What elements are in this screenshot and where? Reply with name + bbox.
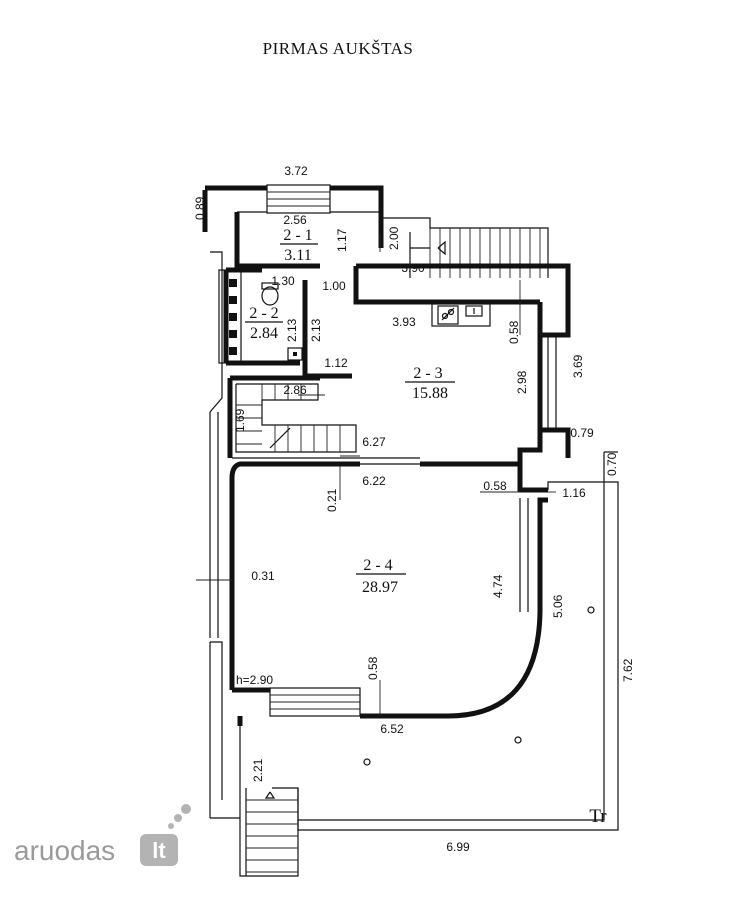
svg-text:2 - 1: 2 - 1 bbox=[283, 227, 312, 244]
svg-text:28.97: 28.97 bbox=[362, 579, 398, 596]
dim-label: 0.58 bbox=[507, 320, 521, 344]
dim-label: 1.16 bbox=[562, 486, 586, 500]
dim-label: 2.00 bbox=[387, 226, 401, 250]
dim-label: 2.98 bbox=[515, 370, 529, 394]
dim-label: 3.69 bbox=[571, 354, 585, 378]
wall-outline-top bbox=[202, 185, 384, 252]
exterior-stair-bottom bbox=[239, 726, 299, 877]
svg-text:2.84: 2.84 bbox=[250, 325, 278, 342]
walls-kitchen bbox=[420, 280, 571, 493]
svg-text:2 - 4: 2 - 4 bbox=[363, 557, 392, 574]
exterior-stair-right bbox=[381, 217, 549, 278]
dim-label: 1.00 bbox=[322, 279, 346, 293]
walls-living bbox=[229, 461, 548, 726]
dim-label: 0.89 bbox=[193, 196, 207, 220]
interior-stair bbox=[227, 375, 420, 465]
dim-label: 7.62 bbox=[621, 658, 635, 682]
ceiling-height: h=2.90 bbox=[236, 673, 273, 687]
dim-label: 0.21 bbox=[325, 488, 339, 512]
dim-label: 4.74 bbox=[491, 574, 505, 598]
dim-label: 0.58 bbox=[483, 479, 507, 493]
plan-title: PIRMAS AUKŠTAS bbox=[263, 39, 414, 58]
dim-label: 6.52 bbox=[380, 722, 404, 736]
dim-label: 2.86 bbox=[283, 383, 307, 397]
left-exterior-line bbox=[209, 251, 240, 819]
dim-label: 3.93 bbox=[392, 315, 416, 329]
room-2-3-label: 2 - 3 15.88 bbox=[405, 365, 455, 402]
svg-text:aruodas: aruodas bbox=[14, 835, 115, 866]
dimension-labels: 3.72 0.89 2.56 1.17 2.00 3.90 1.30 1.00 … bbox=[193, 164, 635, 854]
dim-label: 6.27 bbox=[362, 435, 386, 449]
kitchen-counter bbox=[431, 303, 491, 327]
dim-label: 1.30 bbox=[271, 274, 295, 288]
dimension-lines bbox=[196, 234, 556, 716]
dim-label: 3.72 bbox=[284, 164, 308, 178]
walls-vestibule bbox=[234, 218, 571, 305]
dim-label: 0.79 bbox=[570, 426, 594, 440]
dim-label: 5.06 bbox=[551, 594, 565, 618]
terrace bbox=[297, 451, 619, 831]
terrace-label: Tr bbox=[589, 806, 607, 827]
dim-label: 2.13 bbox=[309, 318, 323, 342]
dim-label: 1.12 bbox=[324, 356, 348, 370]
dim-label: 1.17 bbox=[335, 228, 349, 252]
dim-label: 1.69 bbox=[233, 408, 247, 432]
svg-text:3.11: 3.11 bbox=[284, 247, 311, 264]
dim-label: 0.31 bbox=[251, 569, 275, 583]
dim-label: 6.99 bbox=[446, 840, 470, 854]
dim-label: 0.58 bbox=[366, 656, 380, 680]
svg-text:lt: lt bbox=[152, 838, 166, 863]
svg-text:2 - 3: 2 - 3 bbox=[413, 365, 442, 382]
room-2-1-label: 2 - 1 3.11 bbox=[280, 227, 318, 264]
dim-label: 6.22 bbox=[362, 474, 386, 488]
aruodas-logo: aruodas lt bbox=[14, 804, 191, 866]
room-2-2-label: 2 - 2 2.84 bbox=[245, 305, 283, 342]
room-2-4-label: 2 - 4 28.97 bbox=[356, 557, 406, 596]
dim-label: 3.90 bbox=[401, 261, 425, 275]
dim-label: 2.21 bbox=[251, 758, 265, 782]
svg-text:15.88: 15.88 bbox=[412, 385, 448, 402]
dim-label: 2.13 bbox=[285, 318, 299, 342]
dim-label: 0.70 bbox=[605, 452, 619, 476]
entrance-steps bbox=[237, 184, 381, 214]
svg-text:2 - 2: 2 - 2 bbox=[249, 305, 278, 322]
dim-label: 2.56 bbox=[283, 213, 307, 227]
